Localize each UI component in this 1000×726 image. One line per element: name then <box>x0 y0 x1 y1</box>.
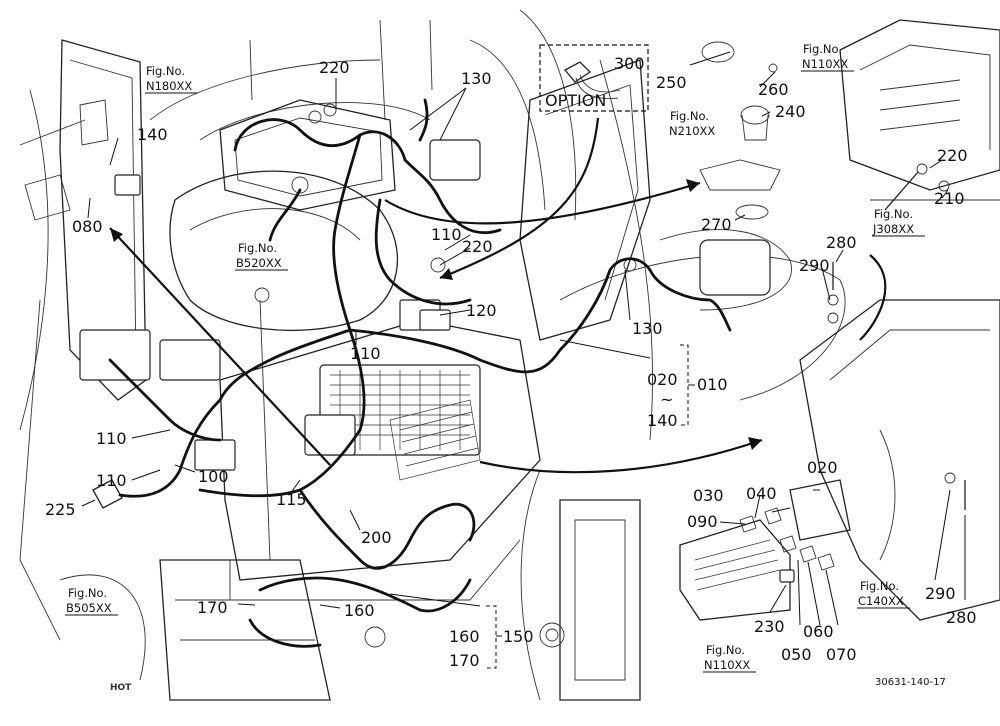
part-label-210: 210 <box>934 189 965 208</box>
part-label-115: 115 <box>276 490 307 509</box>
machine-outline <box>19 9 1000 701</box>
fig-ref-n110-bottom: N110XX <box>704 658 750 672</box>
part-label-110-b: 110 <box>350 344 381 363</box>
leader-lines <box>81 51 966 669</box>
fig-label-n110-bottom: Fig.No. <box>706 643 745 657</box>
fig-ref-j308: J308XX <box>872 222 914 236</box>
part-label-130-mid: 130 <box>632 319 663 338</box>
option-box <box>539 44 649 112</box>
part-label-280-b: 280 <box>946 608 977 627</box>
fig-ref-n180: N180XX <box>146 79 192 93</box>
part-label-020-top: 020 <box>807 458 838 477</box>
part-label-140-left: 140 <box>137 125 168 144</box>
fig-ref-b520: B520XX <box>236 256 282 270</box>
part-labels: 220 130 300 140 080 110 220 120 110 130 … <box>45 54 977 670</box>
part-label-300: 300 <box>614 54 645 73</box>
range-tilde: ~ <box>660 390 673 409</box>
part-label-170-a: 170 <box>197 598 228 617</box>
drawing-code: 30631-140-17 <box>875 677 946 688</box>
fig-label-b520: Fig.No. <box>238 241 277 255</box>
part-label-130-top: 130 <box>461 69 492 88</box>
fig-ref-n110-top: N110XX <box>802 57 848 71</box>
part-label-110-a: 110 <box>431 225 462 244</box>
part-label-120: 120 <box>466 301 497 320</box>
part-label-280-a: 280 <box>826 233 857 252</box>
harness-wires <box>108 98 732 648</box>
part-label-220-mid: 220 <box>462 237 493 256</box>
fig-ref-b505: B505XX <box>66 601 112 615</box>
part-label-070: 070 <box>826 645 857 664</box>
part-label-260: 260 <box>758 80 789 99</box>
part-label-010: 010 <box>697 375 728 394</box>
part-label-230: 230 <box>754 617 785 636</box>
fig-ref-c140: C140XX <box>858 594 904 608</box>
fig-label-n210: Fig.No. <box>670 109 709 123</box>
part-label-250: 250 <box>656 73 687 92</box>
hot-warning-label: HOT <box>110 683 132 693</box>
fig-label-n180: Fig.No. <box>146 64 185 78</box>
part-label-060: 060 <box>803 622 834 641</box>
part-label-160-a: 160 <box>344 601 375 620</box>
part-label-050: 050 <box>781 645 812 664</box>
part-label-140-range: 140 <box>647 411 678 430</box>
fig-label-c140: Fig.No. <box>860 579 899 593</box>
part-label-220-top: 220 <box>319 58 350 77</box>
part-label-160-b: 160 <box>449 627 480 646</box>
figure-references: Fig.No. N180XX Fig.No. B520XX Fig.No. B5… <box>65 42 925 673</box>
part-label-220-right: 220 <box>937 146 968 165</box>
part-label-150: 150 <box>503 627 534 646</box>
fig-ref-n210: N210XX <box>669 124 715 138</box>
part-label-110-c: 110 <box>96 429 127 448</box>
part-label-290-b: 290 <box>925 584 956 603</box>
part-label-200: 200 <box>361 528 392 547</box>
reference-arrows <box>109 117 887 474</box>
fig-label-n110-top: Fig.No. <box>803 42 842 56</box>
part-label-030: 030 <box>693 486 724 505</box>
part-label-170-b: 170 <box>449 651 480 670</box>
fig-label-b505: Fig.No. <box>68 586 107 600</box>
part-label-225: 225 <box>45 500 76 519</box>
part-label-020-range: 020 <box>647 370 678 389</box>
option-label: OPTION <box>545 91 606 110</box>
part-label-270: 270 <box>701 215 732 234</box>
part-label-290-a: 290 <box>799 256 830 275</box>
part-label-090: 090 <box>687 512 718 531</box>
part-label-100: 100 <box>198 467 229 486</box>
fig-label-j308: Fig.No. <box>874 207 913 221</box>
part-label-040: 040 <box>746 484 777 503</box>
part-label-080: 080 <box>72 217 103 236</box>
part-label-240: 240 <box>775 102 806 121</box>
part-label-110-d: 110 <box>96 471 127 490</box>
